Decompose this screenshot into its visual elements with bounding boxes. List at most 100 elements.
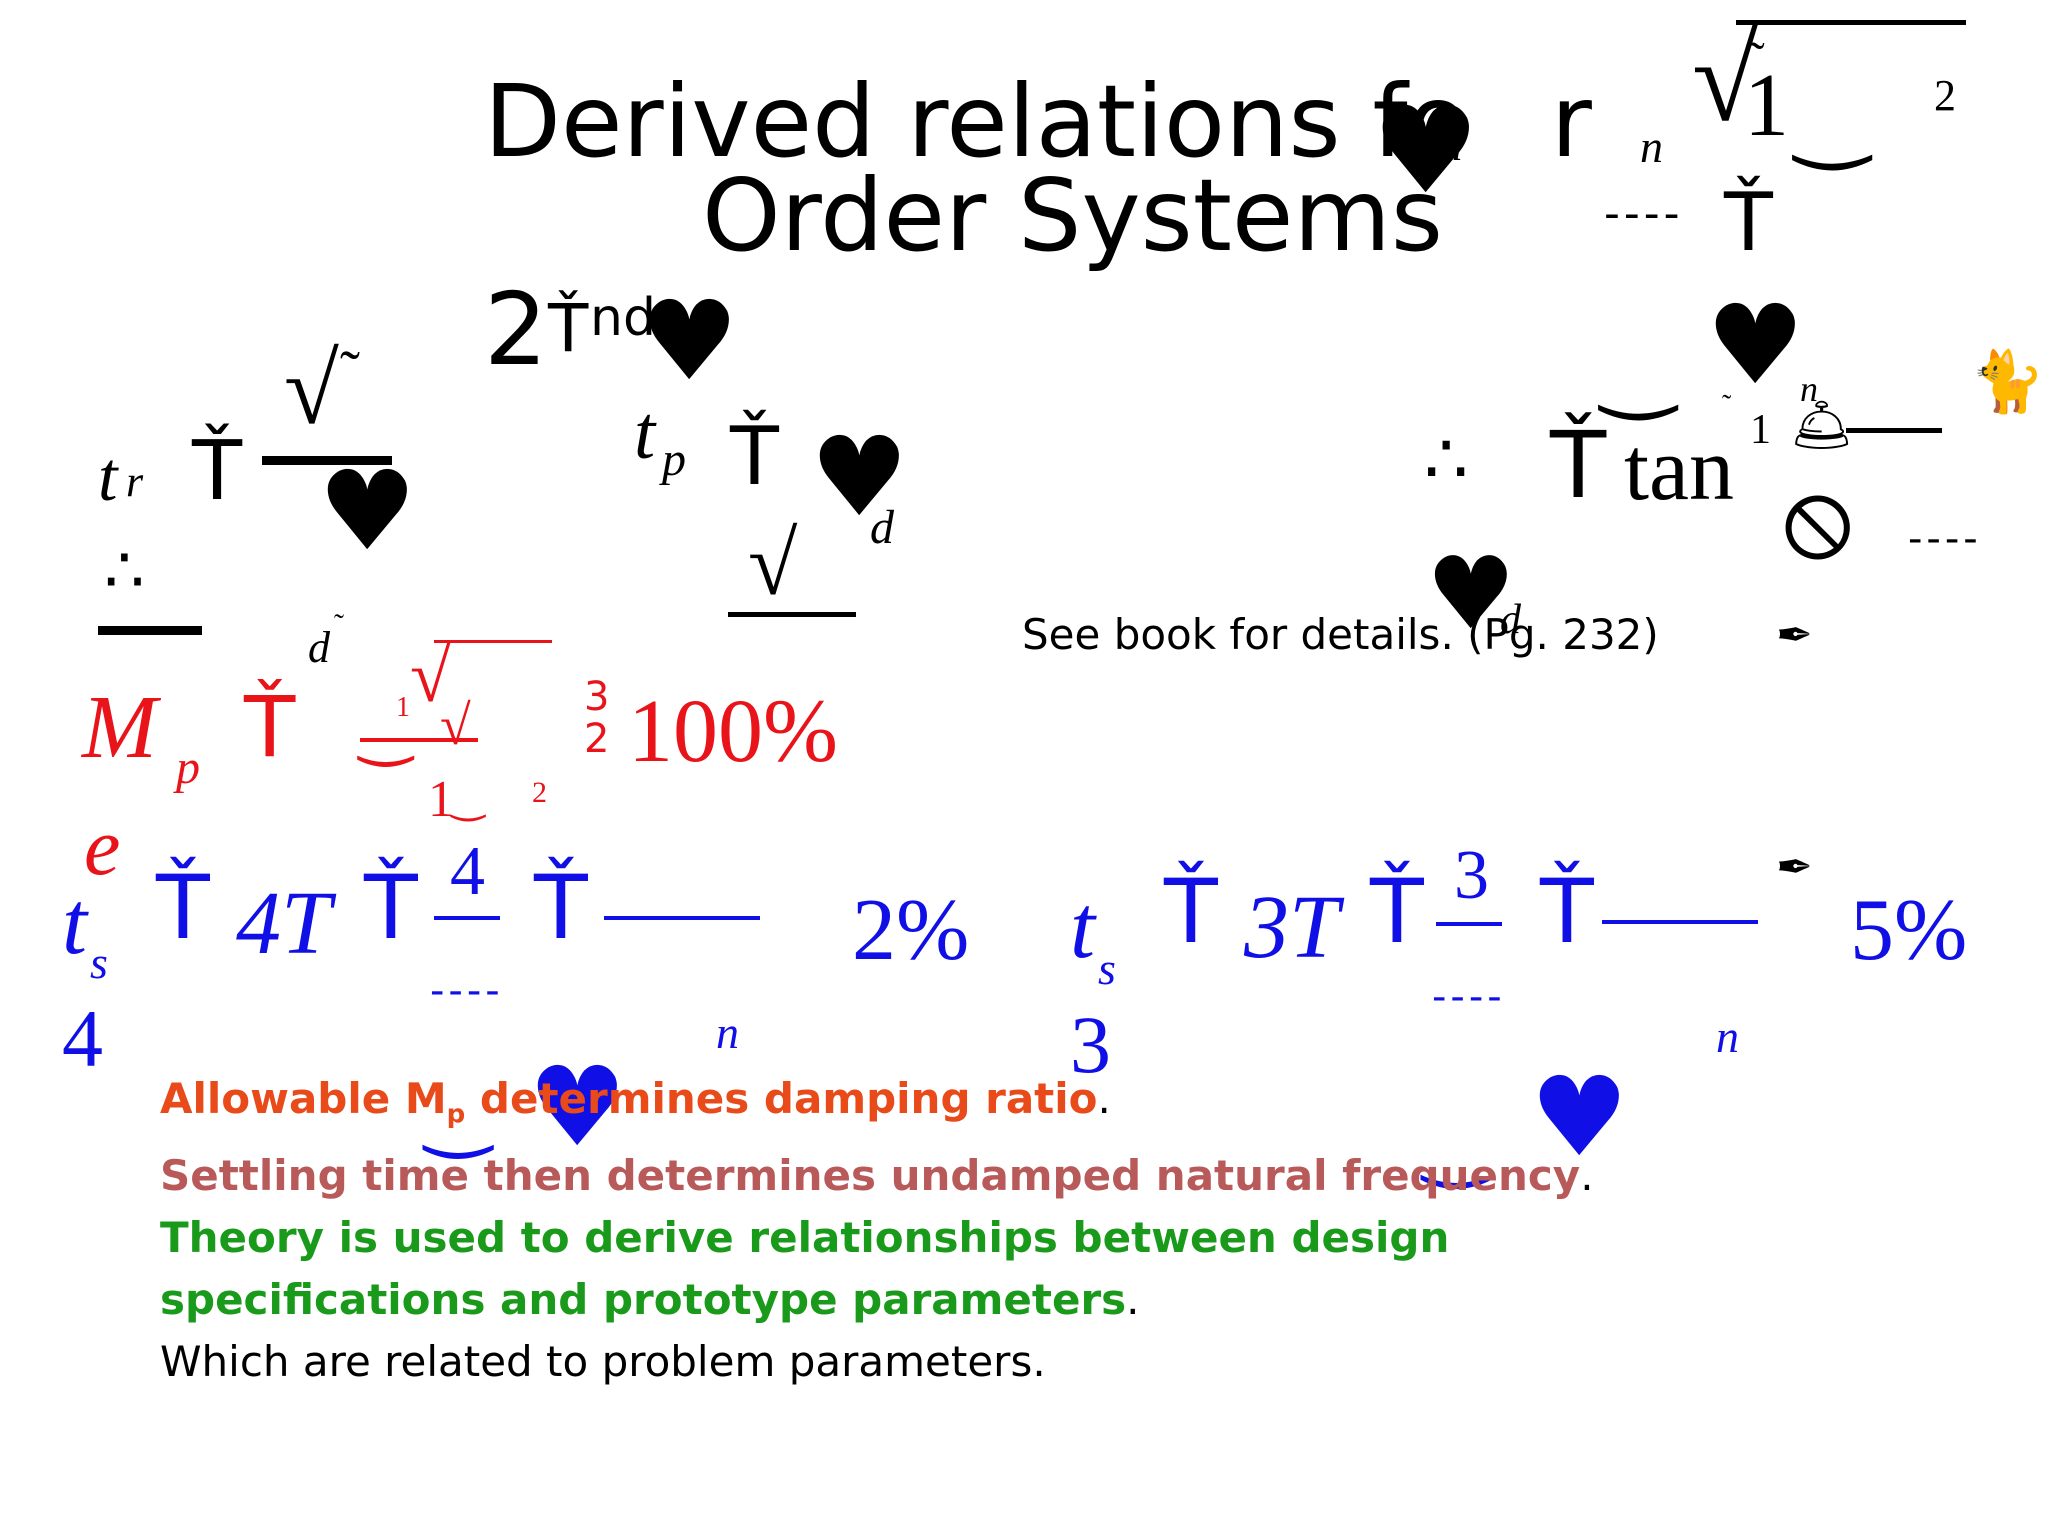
mp-fraction-bar [360, 738, 478, 742]
heart-icon: ♥ [528, 1043, 627, 1171]
ts4-2-percent: 2% [852, 882, 970, 979]
ts4-t: t [62, 874, 88, 973]
arrow-glyph: Ť [548, 290, 589, 367]
no-sign-icon: 🛇 [1782, 489, 1854, 571]
mp-sub-p: p [176, 741, 200, 794]
heart-icon: ♥ [1706, 281, 1805, 409]
pen-icon: ✒ [1776, 610, 1813, 661]
ts3-fraction-bar [1436, 922, 1502, 926]
ts4-frac-num: 4 [450, 833, 485, 910]
tan-minus-one: 1 [1750, 407, 1771, 453]
tan-n: n [1800, 369, 1818, 409]
tr-d: d [308, 623, 330, 672]
bullet-1: Allowable Mp determines damping ratio. [160, 1068, 1720, 1145]
dashes-glyph: ---- [430, 968, 504, 1014]
tp-sub-p: p [662, 433, 686, 486]
ts4-sub-s: s [90, 937, 108, 988]
ts4-4T: 4T [236, 874, 332, 973]
heart-icon: ♥ [1426, 535, 1516, 652]
sqrt-icon: √ [410, 636, 451, 718]
tan-fraction-bar [1846, 428, 1942, 433]
bullet-list: Allowable Mp determines damping ratio. S… [160, 1068, 1720, 1393]
mp-fraction-num: 3 [584, 674, 610, 720]
title-sup-nd: nd [590, 288, 656, 348]
bullet-3: Theory is used to derive relationships b… [160, 1207, 1720, 1331]
cat-icon: 🐈 [1970, 347, 2045, 417]
heart-icon: ♥ [640, 277, 739, 405]
title-line1-text: Derived relations fo [484, 63, 1469, 180]
bullet-3-text: Theory is used to derive relationships b… [160, 1213, 1450, 1325]
arrow-glyph: Ť [192, 424, 243, 519]
tan-d: d [1500, 597, 1521, 643]
heart-icon: ♥ [318, 447, 417, 575]
title-line1-tail: r [1550, 63, 1592, 180]
arrow-glyph: Ť [1164, 860, 1218, 963]
tr-lower-bar [98, 626, 202, 635]
tan-text: tan [1624, 420, 1734, 519]
tilde-glyph: ˜ [340, 339, 360, 405]
ts4-fraction-bar-2 [604, 916, 760, 920]
title-sub-d: d [1440, 119, 1463, 170]
arrow-glyph: Ť [1370, 860, 1424, 963]
mp-denom-two: 2 [532, 776, 547, 809]
mp-denom-one: 1 [428, 771, 454, 828]
pen-icon: ✒ [1776, 842, 1813, 893]
ts4-n: n [716, 1007, 739, 1058]
tilde-glyph: ˜ [1722, 390, 1732, 421]
ts3-three: 3 [1070, 999, 1111, 1090]
tr-sub-r: r [126, 457, 144, 506]
tr-t: t [98, 439, 118, 516]
mp-fraction-den: 2 [584, 716, 610, 762]
bullet-3-end: . [1126, 1275, 1140, 1325]
sqrt-icon: √ [440, 695, 471, 757]
dashes-glyph: ---- [1432, 974, 1506, 1020]
arc-glyph: ‿ [426, 1066, 491, 1159]
dashes-glyph: ---- [1908, 516, 1982, 562]
sqrt-one: 1 [1744, 56, 1789, 155]
arrow-glyph: Ť [1550, 412, 1607, 519]
tr-fraction-bar [262, 456, 392, 465]
tp-d: d [870, 501, 894, 554]
bullet-1-sub: p [446, 1099, 466, 1130]
arc-glyph: ‿ [360, 694, 412, 768]
tp-fraction-bar [728, 612, 856, 617]
heart-icon: ♥ [1530, 1053, 1629, 1181]
arc-glyph: ‿ [1602, 316, 1675, 421]
bullet-4: Which are related to problem parameters. [160, 1337, 1046, 1387]
bullet-2-text: Settling time then determines undamped n… [160, 1151, 1581, 1201]
mp-100-percent: 100% [628, 682, 838, 781]
therefore-glyph: ∴ [1424, 418, 1469, 500]
ts3-3T: 3T [1244, 878, 1340, 977]
title-line3: 2 [484, 271, 548, 388]
arc-glyph: ‿ [1424, 1096, 1489, 1189]
arc-glyph: ‿ [1796, 66, 1869, 171]
mp-sqrt-overbar [434, 640, 552, 643]
ts4-fraction-bar [434, 916, 500, 920]
dashes-glyph: ---- [1604, 188, 1684, 239]
bullet-1-post: determines damping ratio [465, 1074, 1098, 1123]
bullet-2-end: . [1580, 1151, 1594, 1201]
ts4-four: 4 [62, 993, 103, 1084]
bullet-2: Settling time then determines undamped n… [160, 1145, 1720, 1207]
bullet-1-pre: Allowable M [160, 1074, 447, 1123]
mp-M: M [82, 678, 157, 777]
title-line2: Order Systems [702, 157, 1443, 274]
sqrt-icon: √ [1692, 13, 1758, 146]
arrow-glyph: Ť [1724, 176, 1773, 269]
mp-one-sup: 1 [396, 692, 410, 723]
therefore-glyph: ∴ [104, 534, 145, 608]
see-book-note: See book for details. (Pg. 232) [1022, 610, 1659, 659]
sqrt-overbar [1736, 20, 1966, 25]
mp-e: e [84, 801, 121, 892]
arrow-glyph: Ť [1540, 860, 1594, 963]
ts3-t: t [1070, 878, 1096, 977]
tp-t: t [634, 391, 656, 475]
sqrt-icon: √ [748, 515, 798, 614]
arrow-glyph: Ť [156, 856, 210, 959]
sqrt-n: n [1640, 121, 1663, 172]
arrow-glyph: Ť [364, 856, 418, 959]
arc-glyph: ‿ [452, 776, 485, 822]
sqrt-icon: √ [284, 334, 339, 445]
bullet-1-end: . [1097, 1074, 1111, 1123]
